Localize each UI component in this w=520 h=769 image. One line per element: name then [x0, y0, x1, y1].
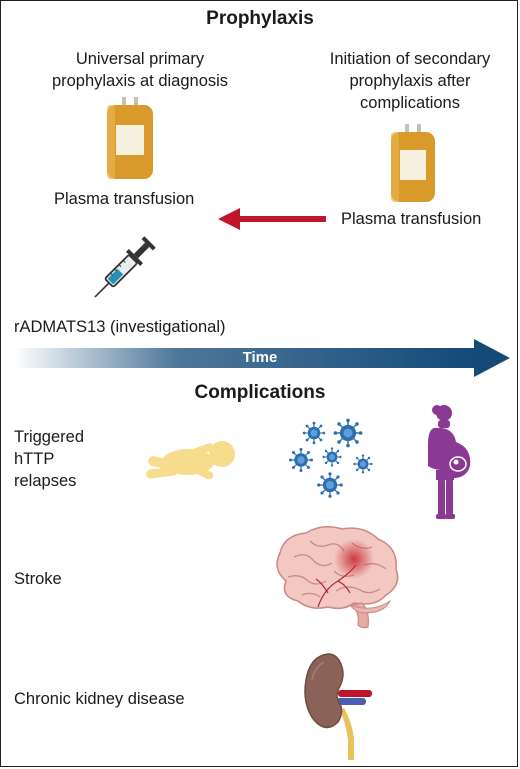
relapses-label: Triggered hTTP relapses: [14, 428, 85, 490]
left-plasma-label: Plasma transfusion: [54, 190, 195, 208]
ckd-label: Chronic kidney disease: [14, 690, 185, 708]
virus-cluster-icon: [288, 412, 383, 502]
plasma-bag-icon: [104, 97, 156, 181]
time-label: Time: [242, 349, 278, 366]
syringe-icon: [86, 228, 166, 304]
drug-label: rADMATS13 (investigational): [14, 318, 226, 336]
backward-arrow-icon: [218, 208, 328, 230]
time-arrow: [14, 339, 510, 377]
infant-icon: [140, 438, 240, 484]
plasma-bag-icon: [388, 124, 438, 204]
right-plasma-label: Plasma transfusion: [341, 210, 482, 228]
complications-title: Complications: [194, 382, 326, 403]
prophylaxis-title: Prophylaxis: [206, 8, 314, 29]
kidney-icon: [300, 650, 380, 760]
stroke-label: Stroke: [14, 570, 62, 588]
primary-prophylaxis-label: Universal primary prophylaxis at diagnos…: [51, 50, 229, 90]
pregnant-woman-icon: [420, 404, 480, 522]
brain-icon: [266, 521, 406, 633]
secondary-prophylaxis-label: Initiation of secondary prophylaxis afte…: [329, 50, 491, 112]
